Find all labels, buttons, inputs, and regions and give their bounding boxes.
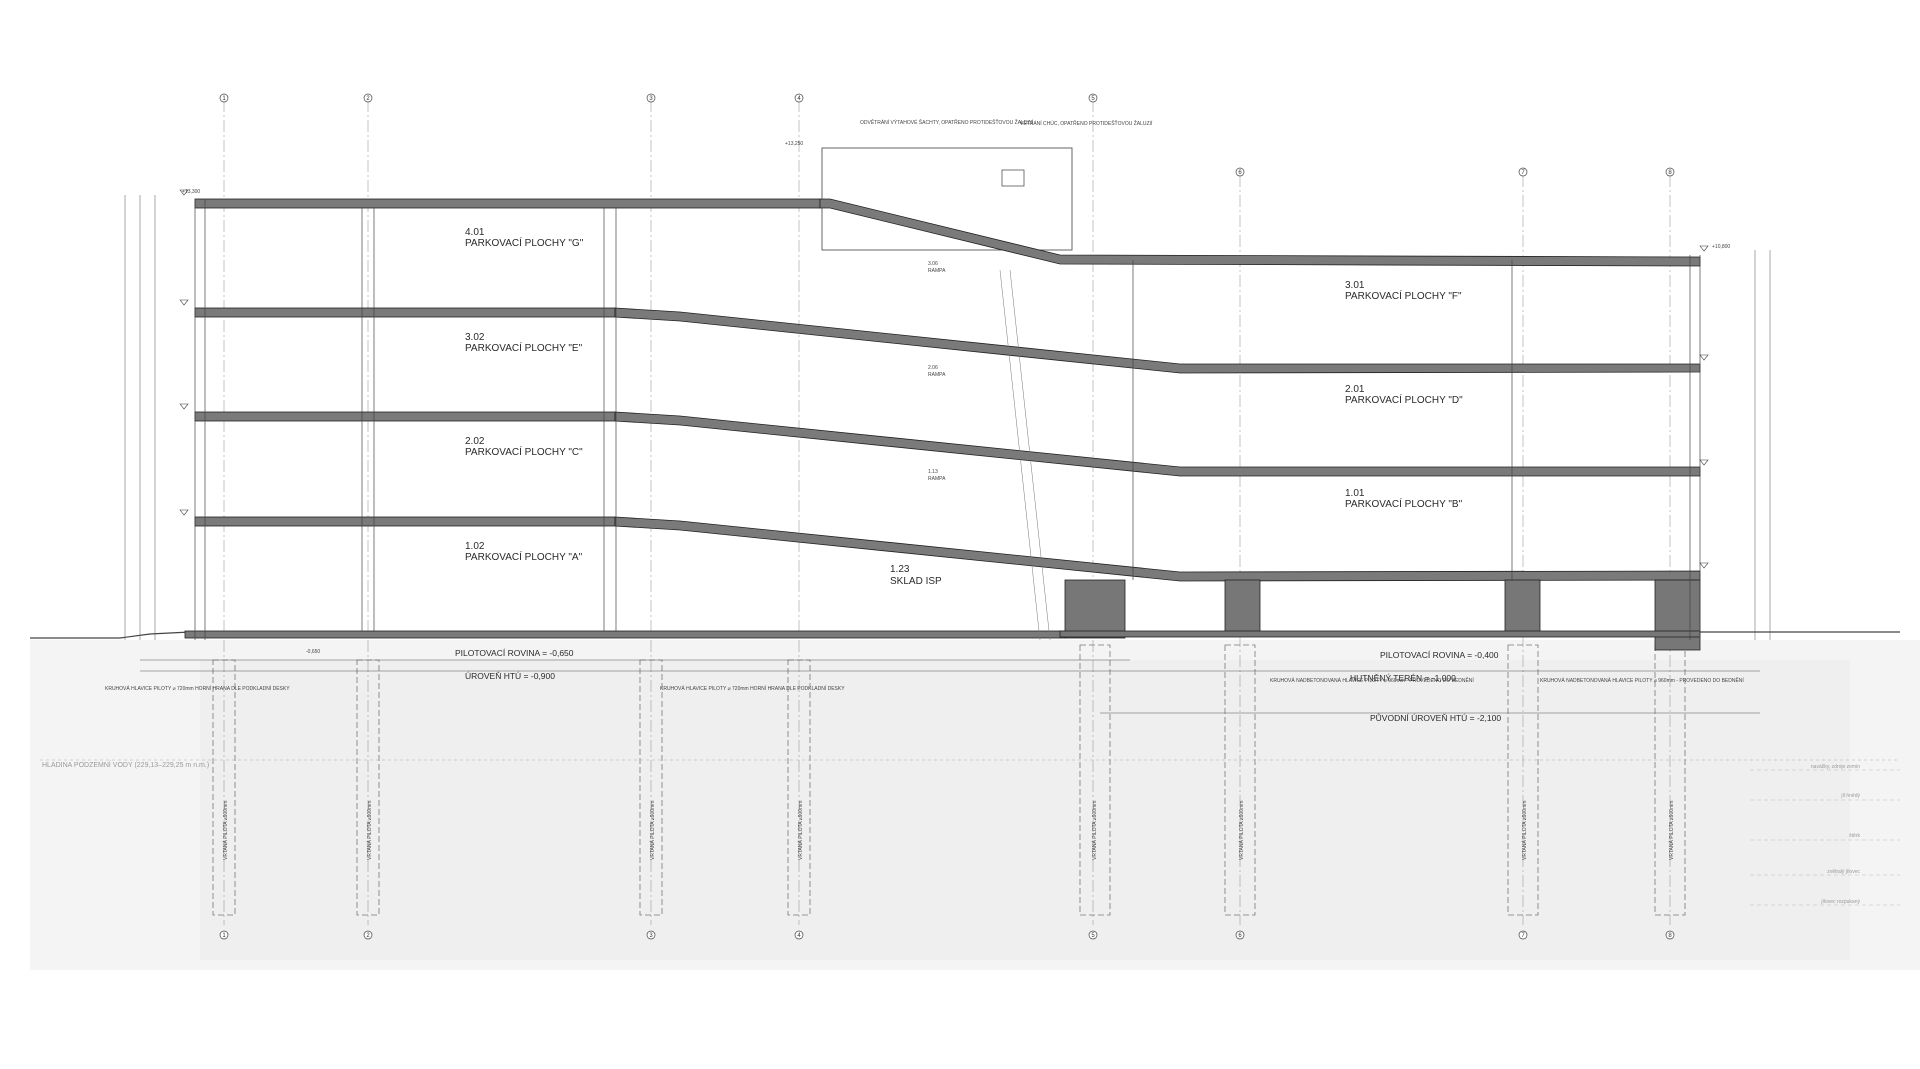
room-b-code: 1.01 bbox=[1345, 488, 1365, 499]
axis-label-8-top: 8 bbox=[1668, 170, 1672, 176]
pile-label-7: VRTANÁ PILOTA ⌀900mm bbox=[1521, 801, 1528, 860]
axis-label-1-top: 1 bbox=[222, 96, 226, 102]
water-level: HLADINA PODZEMNÍ VODY (229,13–229,25 m n… bbox=[42, 760, 209, 769]
roof-g-level: +13,300 bbox=[182, 189, 200, 195]
axis-label-3-top: 3 bbox=[649, 96, 653, 102]
ramp-2-code: 2.06 bbox=[928, 365, 938, 371]
room-f-name: PARKOVACÍ PLOCHY "F" bbox=[1345, 289, 1462, 302]
soil-4: zvětralý jílovec bbox=[1827, 869, 1860, 875]
axis-label-5-top: 5 bbox=[1091, 96, 1095, 102]
room-g-code: 4.01 bbox=[465, 227, 485, 238]
pilotovaci-left: PILOTOVACÍ ROVINA = -0,650 bbox=[455, 648, 574, 658]
bottom-level: -0,650 bbox=[306, 649, 320, 655]
ramp-1-name: RAMPA bbox=[928, 476, 946, 482]
room-f-code: 3.01 bbox=[1345, 280, 1365, 291]
pile-label-6: VRTANÁ PILOTA ⌀900mm bbox=[1238, 801, 1245, 860]
axis-label-7-top: 7 bbox=[1521, 170, 1525, 176]
axis-label-4-top: 4 bbox=[797, 96, 801, 102]
soil-3: štěrk bbox=[1849, 833, 1860, 839]
axis-label-1-bottom: 1 bbox=[222, 933, 226, 939]
soil-layers bbox=[1750, 769, 1900, 906]
pile-note-4: KRUHOVÁ NADBETONOVANÁ HLAVICE PILOTY ⌀ 9… bbox=[1540, 676, 1744, 684]
room-sklad-code: 1.23 bbox=[890, 564, 910, 575]
soil-1: navážky, zdroje zemin bbox=[1811, 764, 1860, 770]
ground-soil bbox=[200, 660, 1850, 960]
axis-label-5-bottom: 5 bbox=[1091, 933, 1095, 939]
ramp-2-name: RAMPA bbox=[928, 372, 946, 378]
soil-2: jíl hnědý bbox=[1840, 793, 1860, 799]
ramp-guides bbox=[999, 269, 1051, 641]
ramp-3-code: 3.06 bbox=[928, 261, 938, 267]
htu-left: ÚROVEŇ HTÚ = -0,900 bbox=[465, 671, 555, 681]
core-level: +13,250 bbox=[785, 141, 803, 147]
pile-note-2: KRUHOVÁ HLAVICE PILOTY ⌀ 720mm HORNÍ HRA… bbox=[660, 685, 845, 692]
grid-axes bbox=[223, 100, 1671, 925]
axis-label-6-bottom: 6 bbox=[1238, 933, 1242, 939]
axis-label-3-bottom: 3 bbox=[649, 933, 653, 939]
terrain-line bbox=[30, 631, 1900, 639]
ramp-slabs bbox=[614, 198, 1701, 582]
pile-note-1: KRUHOVÁ HLAVICE PILOTY ⌀ 720mm HORNÍ HRA… bbox=[105, 685, 290, 692]
axis-label-4-bottom: 4 bbox=[797, 933, 801, 939]
pile-note-3: KRUHOVÁ NADBETONOVANÁ HLAVICE PILOTY ⌀ 9… bbox=[1270, 676, 1474, 684]
axis-label-2-top: 2 bbox=[366, 96, 370, 102]
ventilation-note: ODVĚTRÁNÍ VÝTAHOVÉ ŠACHTY, OPATŘENO PROT… bbox=[860, 118, 1034, 126]
ramp-1-code: 1.13 bbox=[928, 469, 938, 475]
dimension-lines bbox=[124, 195, 1771, 714]
room-sklad-name: SKLAD ISP bbox=[890, 576, 942, 587]
foundation-walls bbox=[1059, 579, 1701, 651]
pile-label-1: VRTANÁ PILOTA ⌀900mm bbox=[222, 801, 229, 860]
vent-box bbox=[1001, 169, 1025, 187]
axis-label-7-bottom: 7 bbox=[1521, 933, 1525, 939]
room-d-name: PARKOVACÍ PLOCHY "D" bbox=[1345, 393, 1463, 406]
roof-f-level: +10,800 bbox=[1712, 244, 1730, 250]
hutneny-teren: HUTNĚNÝ TERÉN = -1,000 bbox=[1350, 673, 1456, 683]
soil-5: jílovec rozpukaný bbox=[1820, 899, 1860, 905]
room-b-name: PARKOVACÍ PLOCHY "B" bbox=[1345, 497, 1463, 510]
pile-labels: VRTANÁ PILOTA ⌀900mm VRTANÁ PILOTA ⌀900m… bbox=[222, 801, 1675, 860]
axis-bubbles-bottom bbox=[219, 930, 1675, 940]
axis-bubbles-top bbox=[219, 93, 1675, 177]
room-d-code: 2.01 bbox=[1345, 384, 1365, 395]
axis-label-6-top: 6 bbox=[1238, 170, 1242, 176]
level-markers bbox=[179, 189, 1709, 569]
pile-label-8: VRTANÁ PILOTA ⌀900mm bbox=[1668, 801, 1675, 860]
pile-label-4: VRTANÁ PILOTA ⌀900mm bbox=[797, 801, 804, 860]
room-g-name: PARKOVACÍ PLOCHY "G" bbox=[465, 236, 584, 249]
pile-label-2: VRTANÁ PILOTA ⌀900mm bbox=[366, 801, 373, 860]
pile-label-3: VRTANÁ PILOTA ⌀900mm bbox=[649, 801, 656, 860]
room-e-name: PARKOVACÍ PLOCHY "E" bbox=[465, 341, 583, 354]
ventilation-note-2: VĚTRÁNÍ CHÚC, OPATŘENO PROTIDEŠŤOVOU ŽAL… bbox=[1020, 119, 1153, 127]
room-c-name: PARKOVACÍ PLOCHY "C" bbox=[465, 445, 583, 458]
room-e-code: 3.02 bbox=[465, 332, 485, 343]
pile-label-5: VRTANÁ PILOTA ⌀900mm bbox=[1091, 801, 1098, 860]
ramp-3-name: RAMPA bbox=[928, 268, 946, 274]
facade-columns bbox=[194, 199, 1701, 640]
room-a-code: 1.02 bbox=[465, 541, 485, 552]
room-c-code: 2.02 bbox=[465, 436, 485, 447]
axis-label-2-bottom: 2 bbox=[366, 933, 370, 939]
room-a-name: PARKOVACÍ PLOCHY "A" bbox=[465, 550, 583, 563]
axis-label-8-bottom: 8 bbox=[1668, 933, 1672, 939]
pilotovaci-right: PILOTOVACÍ ROVINA = -0,400 bbox=[1380, 650, 1499, 660]
puvodni-htu: PŮVODNÍ ÚROVEŇ HTÚ = -2,100 bbox=[1370, 712, 1501, 723]
